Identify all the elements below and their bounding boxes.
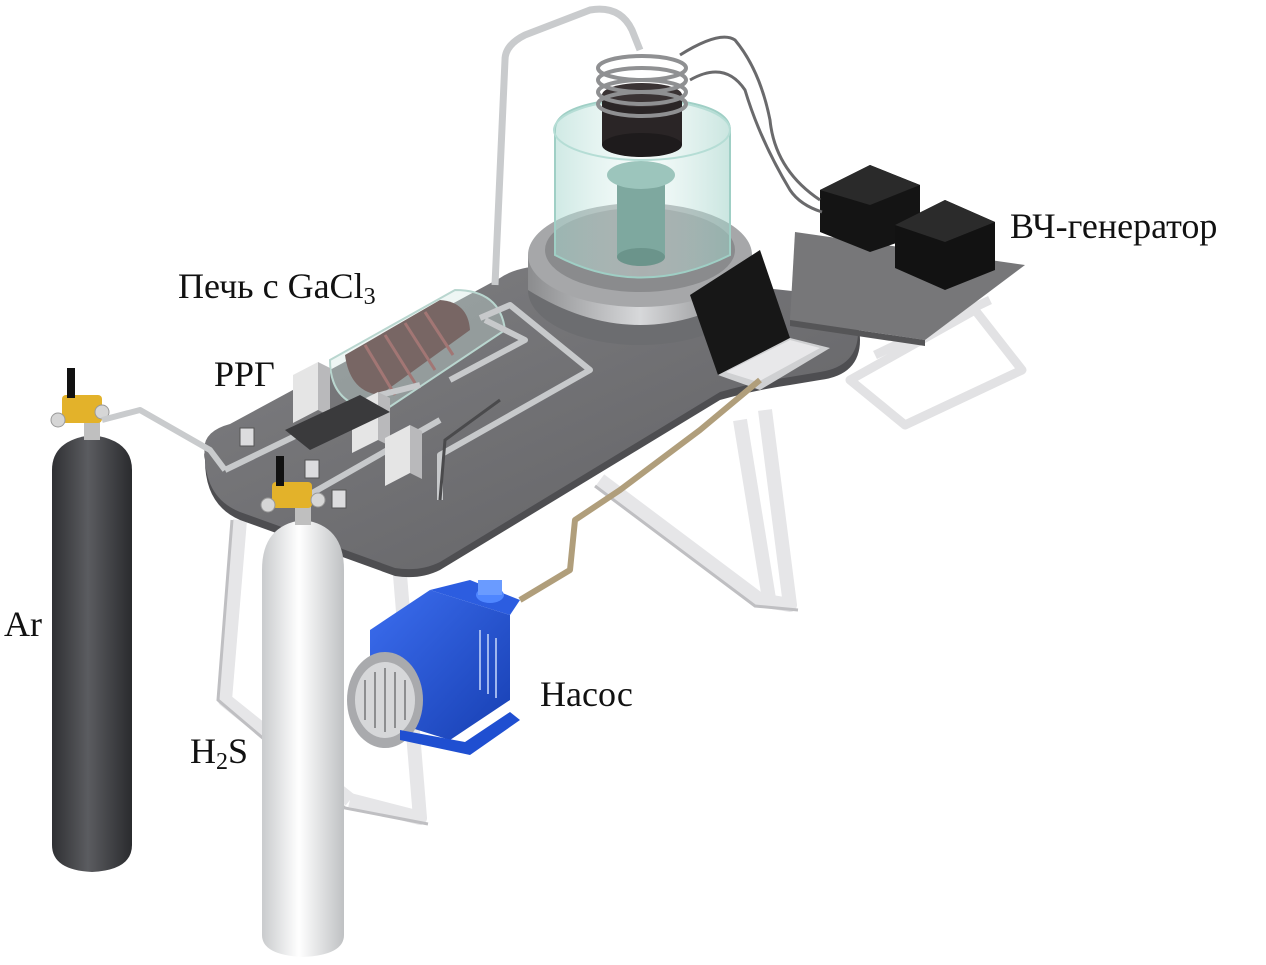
gas-lines xyxy=(223,302,593,503)
laptop xyxy=(690,250,830,390)
argon-cylinder xyxy=(50,368,132,872)
furnace-label-subscript: 3 xyxy=(363,284,376,310)
hf-generator-boxes xyxy=(820,165,995,290)
hf-generator-label: ВЧ-генератор xyxy=(1010,206,1218,246)
pump-label: Насос xyxy=(540,674,633,714)
h2s-cylinder xyxy=(260,456,344,957)
h2s-label-h: H xyxy=(190,731,216,771)
mass-flow-controllers xyxy=(285,362,422,486)
furnace-label: Печь с GaCl3 xyxy=(178,268,376,309)
rf-cables xyxy=(679,35,823,214)
table-top xyxy=(204,265,861,578)
h2s-label-subscript: 2 xyxy=(216,749,228,775)
furnace-label-text: Печь с GaCl xyxy=(178,266,364,306)
mass-flow-controller-label: РРГ xyxy=(214,354,275,394)
pump-pipe xyxy=(518,377,762,603)
table-valves xyxy=(239,427,347,509)
h2s-label-s: S xyxy=(228,731,249,771)
gas-line-top xyxy=(491,5,644,286)
vacuum-pump xyxy=(347,580,520,755)
gacl3-furnace xyxy=(328,288,507,412)
argon-line xyxy=(101,407,228,472)
vacuum-chamber xyxy=(528,54,752,345)
argon-label: Ar xyxy=(4,604,42,644)
h2s-label: H2S xyxy=(190,733,248,774)
